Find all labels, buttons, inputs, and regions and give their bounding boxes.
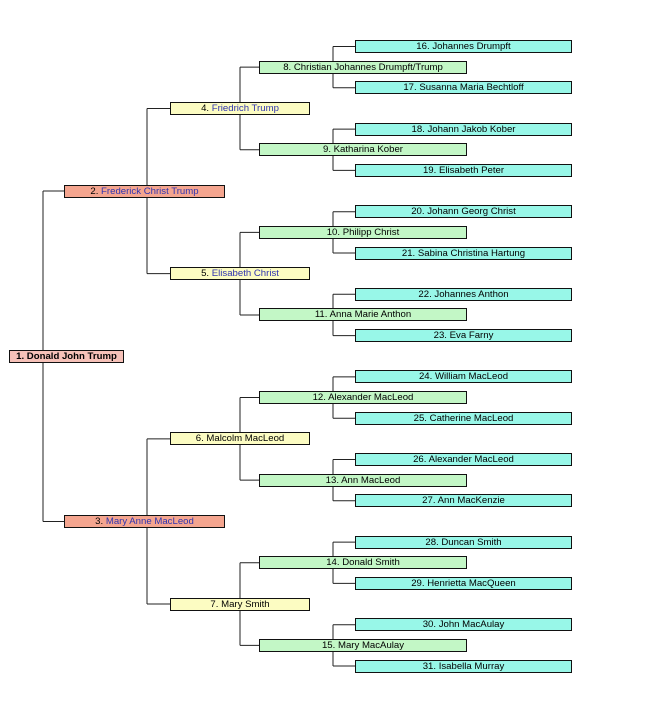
person-number: 8. bbox=[283, 61, 294, 73]
person-name: Susanna Maria Bechtloff bbox=[419, 82, 524, 94]
person-name: Johannes Drumpft bbox=[432, 41, 511, 52]
person-name: Isabella Murray bbox=[438, 660, 505, 672]
person-number: 16. bbox=[416, 41, 433, 52]
person-number: 6. bbox=[195, 433, 207, 445]
person-box-4[interactable]: 4. Friedrich Trump bbox=[170, 101, 310, 115]
person-number: 21. bbox=[401, 247, 418, 259]
person-number: 14. bbox=[326, 557, 343, 569]
person-number: 12. bbox=[312, 392, 329, 404]
person-number: 3. bbox=[95, 515, 106, 527]
person-number: 25. bbox=[413, 412, 430, 424]
person-number: 1. bbox=[16, 350, 27, 362]
person-number: 2. bbox=[90, 185, 102, 197]
person-number: 30. bbox=[422, 619, 439, 631]
person-box-15: 15. Mary MacAulay bbox=[259, 638, 467, 652]
person-box-21: 21. Sabina Christina Hartung bbox=[355, 246, 572, 260]
person-name: Mary MacAulay bbox=[337, 639, 405, 651]
person-box-31: 31. Isabella Murray bbox=[355, 659, 572, 673]
person-box-28: 28. Duncan Smith bbox=[355, 535, 572, 549]
person-number: 17. bbox=[403, 82, 420, 94]
person-number: 23. bbox=[433, 330, 450, 342]
person-box-3[interactable]: 3. Mary Anne MacLeod bbox=[64, 514, 225, 528]
person-name: Alexander MacLeod bbox=[428, 454, 514, 465]
person-box-9: 9. Katharina Kober bbox=[259, 143, 467, 157]
person-name: Johannes Anthon bbox=[434, 288, 509, 300]
person-number: 15. bbox=[321, 639, 338, 651]
person-box-2[interactable]: 2. Frederick Christ Trump bbox=[64, 184, 225, 198]
person-number: 31. bbox=[422, 660, 439, 672]
person-name[interactable]: Frederick Christ Trump bbox=[101, 185, 199, 197]
person-name: Donald Smith bbox=[342, 557, 400, 569]
person-box-13: 13. Ann MacLeod bbox=[259, 473, 467, 487]
person-box-24: 24. William MacLeod bbox=[355, 370, 572, 384]
person-name: Sabina Christina Hartung bbox=[417, 247, 526, 259]
person-box-19: 19. Elisabeth Peter bbox=[355, 163, 572, 177]
person-box-20: 20. Johann Georg Christ bbox=[355, 205, 572, 219]
person-name: Duncan Smith bbox=[441, 536, 502, 548]
person-box-29: 29. Henrietta MacQueen bbox=[355, 576, 572, 590]
person-name: Philipp Christ bbox=[342, 226, 400, 238]
person-name: Ann MacKenzie bbox=[437, 495, 505, 507]
person-name: Elisabeth Peter bbox=[438, 164, 505, 176]
person-box-16: 16. Johannes Drumpft bbox=[355, 40, 572, 53]
person-number: 22. bbox=[418, 288, 435, 300]
person-box-30: 30. John MacAulay bbox=[355, 618, 572, 632]
person-name: Johann Jakob Kober bbox=[427, 123, 516, 135]
person-number: 19. bbox=[422, 164, 439, 176]
person-number: 4. bbox=[201, 102, 212, 114]
person-name: Malcolm MacLeod bbox=[206, 433, 285, 445]
person-name: Alexander MacLeod bbox=[328, 392, 414, 404]
person-box-12: 12. Alexander MacLeod bbox=[259, 391, 467, 405]
person-number: 18. bbox=[411, 123, 428, 135]
person-box-5[interactable]: 5. Elisabeth Christ bbox=[170, 267, 310, 281]
person-number: 11. bbox=[314, 309, 330, 321]
person-name: Anna Marie Anthon bbox=[329, 309, 412, 321]
person-name[interactable]: Friedrich Trump bbox=[211, 102, 279, 114]
person-box-11: 11. Anna Marie Anthon bbox=[259, 308, 467, 322]
person-name: Katharina Kober bbox=[333, 144, 403, 156]
person-name: Henrietta MacQueen bbox=[427, 577, 516, 589]
person-box-22: 22. Johannes Anthon bbox=[355, 287, 572, 301]
person-name: Eva Farny bbox=[449, 330, 494, 342]
person-name: Johann Georg Christ bbox=[427, 206, 516, 218]
person-name: Mary Smith bbox=[221, 598, 270, 610]
person-number: 5. bbox=[201, 268, 212, 280]
person-box-7: 7. Mary Smith bbox=[170, 597, 310, 611]
person-name: Catherine MacLeod bbox=[429, 412, 514, 424]
person-name: John MacAulay bbox=[438, 619, 505, 631]
person-name: William MacLeod bbox=[434, 371, 509, 383]
person-name[interactable]: Mary Anne MacLeod bbox=[105, 515, 194, 527]
person-number: 26. bbox=[413, 454, 429, 465]
person-name: Ann MacLeod bbox=[341, 474, 401, 486]
person-number: 7. bbox=[210, 598, 222, 610]
person-box-1: 1. Donald John Trump bbox=[9, 349, 124, 363]
person-number: 9. bbox=[322, 144, 334, 156]
person-box-8: 8. Christian Johannes Drumpft/Trump bbox=[259, 60, 467, 74]
person-number: 28. bbox=[425, 536, 442, 548]
person-box-17: 17. Susanna Maria Bechtloff bbox=[355, 81, 572, 95]
person-number: 10. bbox=[326, 226, 343, 238]
person-number: 29. bbox=[411, 577, 428, 589]
person-box-6: 6. Malcolm MacLeod bbox=[170, 432, 310, 446]
person-box-18: 18. Johann Jakob Kober bbox=[355, 122, 572, 136]
person-number: 20. bbox=[411, 206, 428, 218]
person-box-26: 26. Alexander MacLeod bbox=[355, 453, 572, 466]
person-name: Christian Johannes Drumpft/Trump bbox=[293, 61, 443, 73]
person-name[interactable]: Elisabeth Christ bbox=[211, 268, 279, 280]
person-box-10: 10. Philipp Christ bbox=[259, 225, 467, 239]
person-name: Donald John Trump bbox=[26, 350, 117, 362]
person-box-14: 14. Donald Smith bbox=[259, 556, 467, 570]
person-box-25: 25. Catherine MacLeod bbox=[355, 411, 572, 425]
person-box-27: 27. Ann MacKenzie bbox=[355, 494, 572, 508]
person-number: 13. bbox=[325, 474, 342, 486]
person-box-23: 23. Eva Farny bbox=[355, 329, 572, 343]
person-number: 24. bbox=[418, 371, 435, 383]
person-number: 27. bbox=[422, 495, 438, 507]
